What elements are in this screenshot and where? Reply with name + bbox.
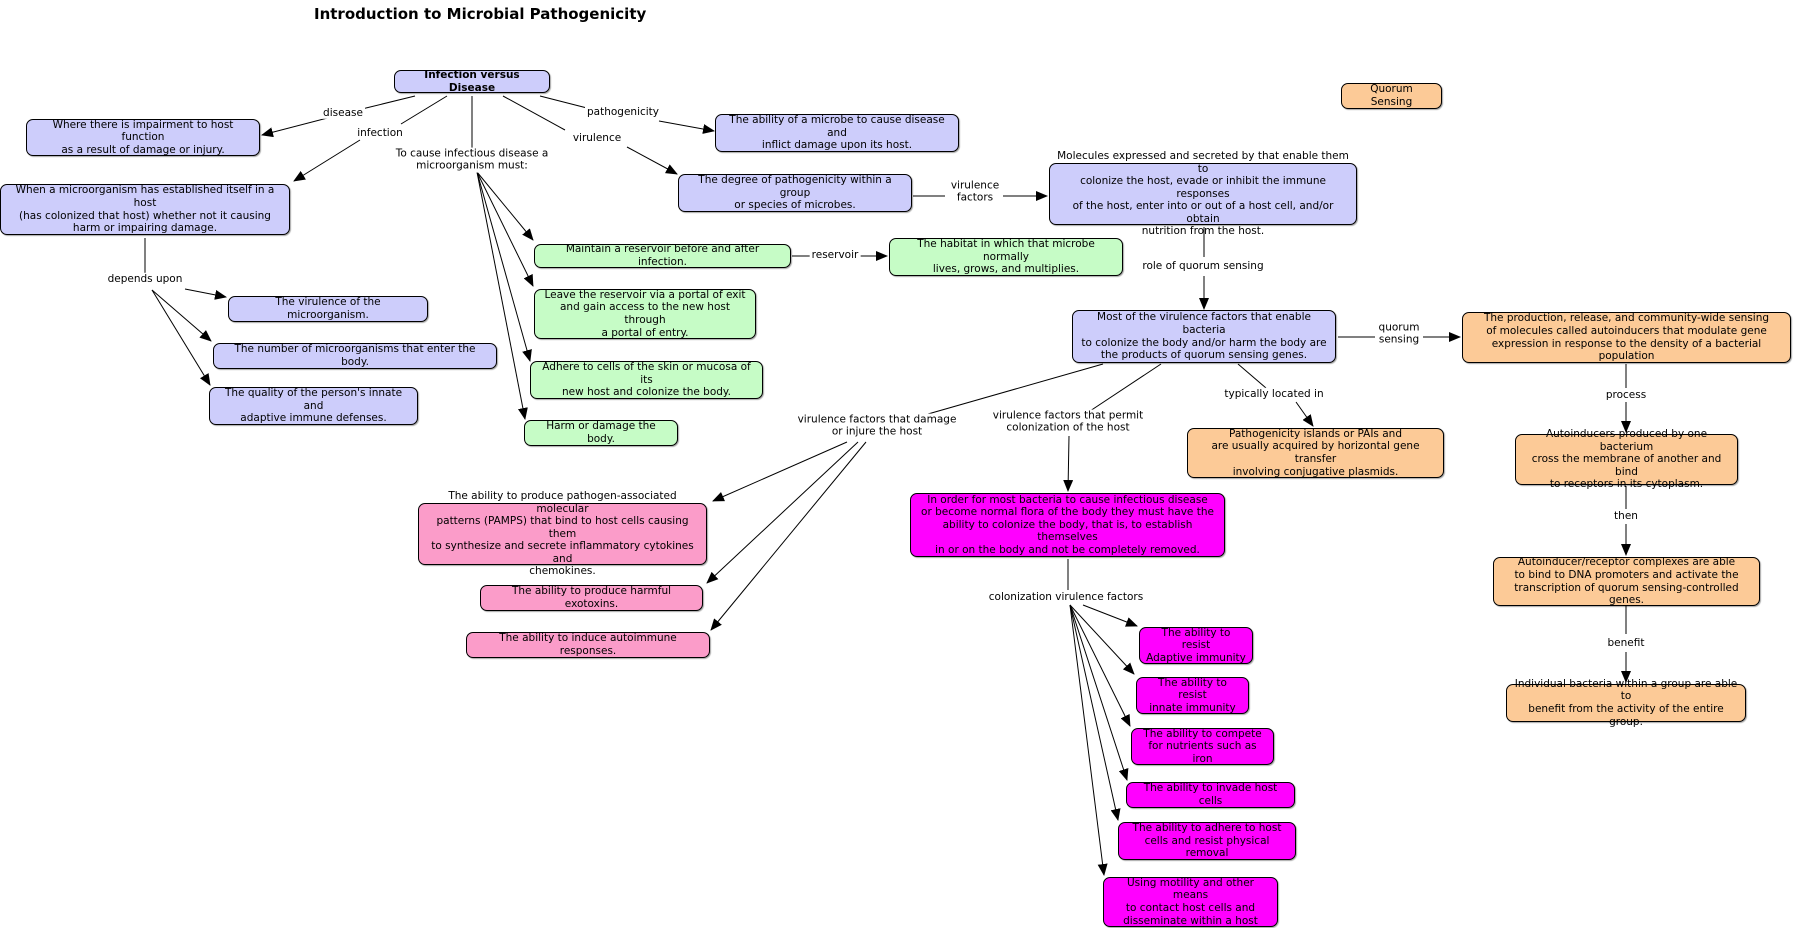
concept-virulence-of-microorganism[interactable]: The virulence of the microorganism. bbox=[228, 296, 428, 322]
link-label-damage-factors: virulence factors that damage or injure … bbox=[795, 413, 959, 439]
connector-line bbox=[1082, 604, 1138, 627]
concept-number-of-microorganisms[interactable]: The number of microorganisms that enter … bbox=[213, 343, 497, 369]
link-label-role-of-quorum-sensing: role of quorum sensing bbox=[1140, 259, 1266, 273]
concept-infection-definition[interactable]: When a microorganism has established its… bbox=[0, 184, 290, 235]
concept-autoinducers[interactable]: Autoinducers produced by one bacterium c… bbox=[1515, 428, 1738, 490]
concept-colonize-body[interactable]: In order for most bacteria to cause infe… bbox=[910, 493, 1225, 557]
link-label-benefit: benefit bbox=[1605, 636, 1647, 650]
connector-line bbox=[1069, 604, 1135, 675]
concept-receptor-complexes[interactable]: Autoinducer/receptor complexes are able … bbox=[1493, 556, 1760, 606]
link-label-disease: disease bbox=[321, 106, 365, 120]
link-label-depends-upon: depends upon bbox=[105, 272, 185, 286]
concept-resist-adaptive-immunity[interactable]: The ability to resist Adaptive immunity bbox=[1139, 627, 1253, 664]
link-label-to-cause: To cause infectious disease a microorgan… bbox=[393, 147, 551, 173]
connector-line bbox=[1069, 604, 1108, 876]
link-label-process: process bbox=[1603, 388, 1649, 402]
concept-compete-nutrients[interactable]: The ability to compete for nutrients suc… bbox=[1131, 728, 1274, 765]
concept-pathogenicity-islands[interactable]: Pathogenicity islands or PAIs and are us… bbox=[1187, 428, 1444, 478]
concept-virulence-definition[interactable]: The degree of pathogenicity within a gro… bbox=[678, 174, 912, 212]
concept-pamps[interactable]: The ability to produce pathogen-associat… bbox=[418, 490, 707, 577]
connector-line bbox=[1295, 401, 1314, 427]
connector-line bbox=[476, 171, 532, 362]
connector-line bbox=[293, 139, 361, 182]
concept-infection-versus-disease[interactable]: Infection versus Disease bbox=[394, 69, 550, 94]
connector-line bbox=[365, 95, 416, 109]
link-label-permit-factors: virulence factors that permit colonizati… bbox=[990, 409, 1146, 435]
concept-pathogenicity-definition[interactable]: The ability of a microbe to cause diseas… bbox=[715, 114, 959, 152]
concept-most-virulence-factors[interactable]: Most of the virulence factors that enabl… bbox=[1072, 310, 1336, 363]
page-title: Introduction to Microbial Pathogenicity bbox=[314, 5, 647, 23]
link-label-pathogenicity: pathogenicity bbox=[584, 105, 662, 119]
concept-adhere-colonize[interactable]: Adhere to cells of the skin or mucosa of… bbox=[530, 361, 763, 399]
connector-line bbox=[151, 289, 211, 386]
concept-quality-of-immune-defenses[interactable]: The quality of the person's innate and a… bbox=[209, 387, 418, 425]
concept-adhere-resist-removal[interactable]: The ability to adhere to host cells and … bbox=[1118, 822, 1296, 860]
concept-autoimmune-responses[interactable]: The ability to induce autoimmune respons… bbox=[466, 632, 710, 658]
concept-motility-disseminate[interactable]: Using motility and other means to contac… bbox=[1103, 877, 1278, 927]
link-label-infection: infection bbox=[355, 126, 405, 140]
concept-disease-definition[interactable]: Where there is impairment to host functi… bbox=[26, 119, 260, 156]
concept-harmful-exotoxins[interactable]: The ability to produce harmful exotoxins… bbox=[480, 585, 703, 611]
link-label-virulence-factors: virulence factors bbox=[948, 179, 1002, 205]
concept-harm-body[interactable]: Harm or damage the body. bbox=[524, 420, 678, 446]
connector-line bbox=[710, 441, 867, 631]
connector-line bbox=[151, 289, 212, 342]
connector-line bbox=[712, 441, 848, 502]
connector-line bbox=[658, 120, 715, 134]
connector-line bbox=[1069, 604, 1121, 821]
connector-line bbox=[927, 363, 1104, 415]
concept-invade-host-cells[interactable]: The ability to invade host cells bbox=[1126, 782, 1295, 808]
connector-line bbox=[1063, 435, 1074, 492]
connector-line bbox=[1069, 604, 1129, 781]
link-label-quorum-sensing: quorum sensing bbox=[1376, 321, 1422, 347]
concept-maintain-reservoir[interactable]: Maintain a reservoir before and after in… bbox=[534, 243, 791, 268]
concept-production-release-sensing[interactable]: The production, release, and community-w… bbox=[1462, 312, 1791, 363]
connector-line bbox=[539, 95, 588, 109]
link-label-virulence: virulence bbox=[570, 131, 624, 145]
link-label-typically-located-in: typically located in bbox=[1222, 387, 1326, 401]
connector-line bbox=[626, 146, 678, 175]
concept-quorum-sensing[interactable]: Quorum Sensing bbox=[1341, 83, 1442, 109]
concept-habitat[interactable]: The habitat in which that microbe normal… bbox=[889, 238, 1123, 276]
concept-virulence-factors-definition[interactable]: Molecules expressed and secreted by that… bbox=[1049, 150, 1357, 237]
concept-resist-innate-immunity[interactable]: The ability to resist innate immunity bbox=[1136, 677, 1249, 714]
link-label-colonization-factors: colonization virulence factors bbox=[986, 590, 1146, 604]
concept-leave-reservoir[interactable]: Leave the reservoir via a portal of exit… bbox=[534, 289, 756, 339]
connector-line bbox=[1237, 363, 1267, 389]
link-label-reservoir: reservoir bbox=[809, 248, 861, 262]
connector-line bbox=[476, 171, 528, 420]
concept-individual-bacteria-benefit[interactable]: Individual bacteria within a group are a… bbox=[1506, 678, 1746, 728]
connector-line bbox=[706, 441, 859, 584]
connector-line bbox=[476, 171, 534, 287]
connector-line bbox=[476, 171, 534, 241]
connector-line bbox=[1069, 604, 1131, 727]
connector-line bbox=[400, 95, 448, 125]
connector-line bbox=[1086, 363, 1162, 414]
link-label-then: then bbox=[1612, 509, 1640, 523]
connector-line bbox=[502, 95, 566, 131]
connector-line bbox=[184, 288, 227, 300]
